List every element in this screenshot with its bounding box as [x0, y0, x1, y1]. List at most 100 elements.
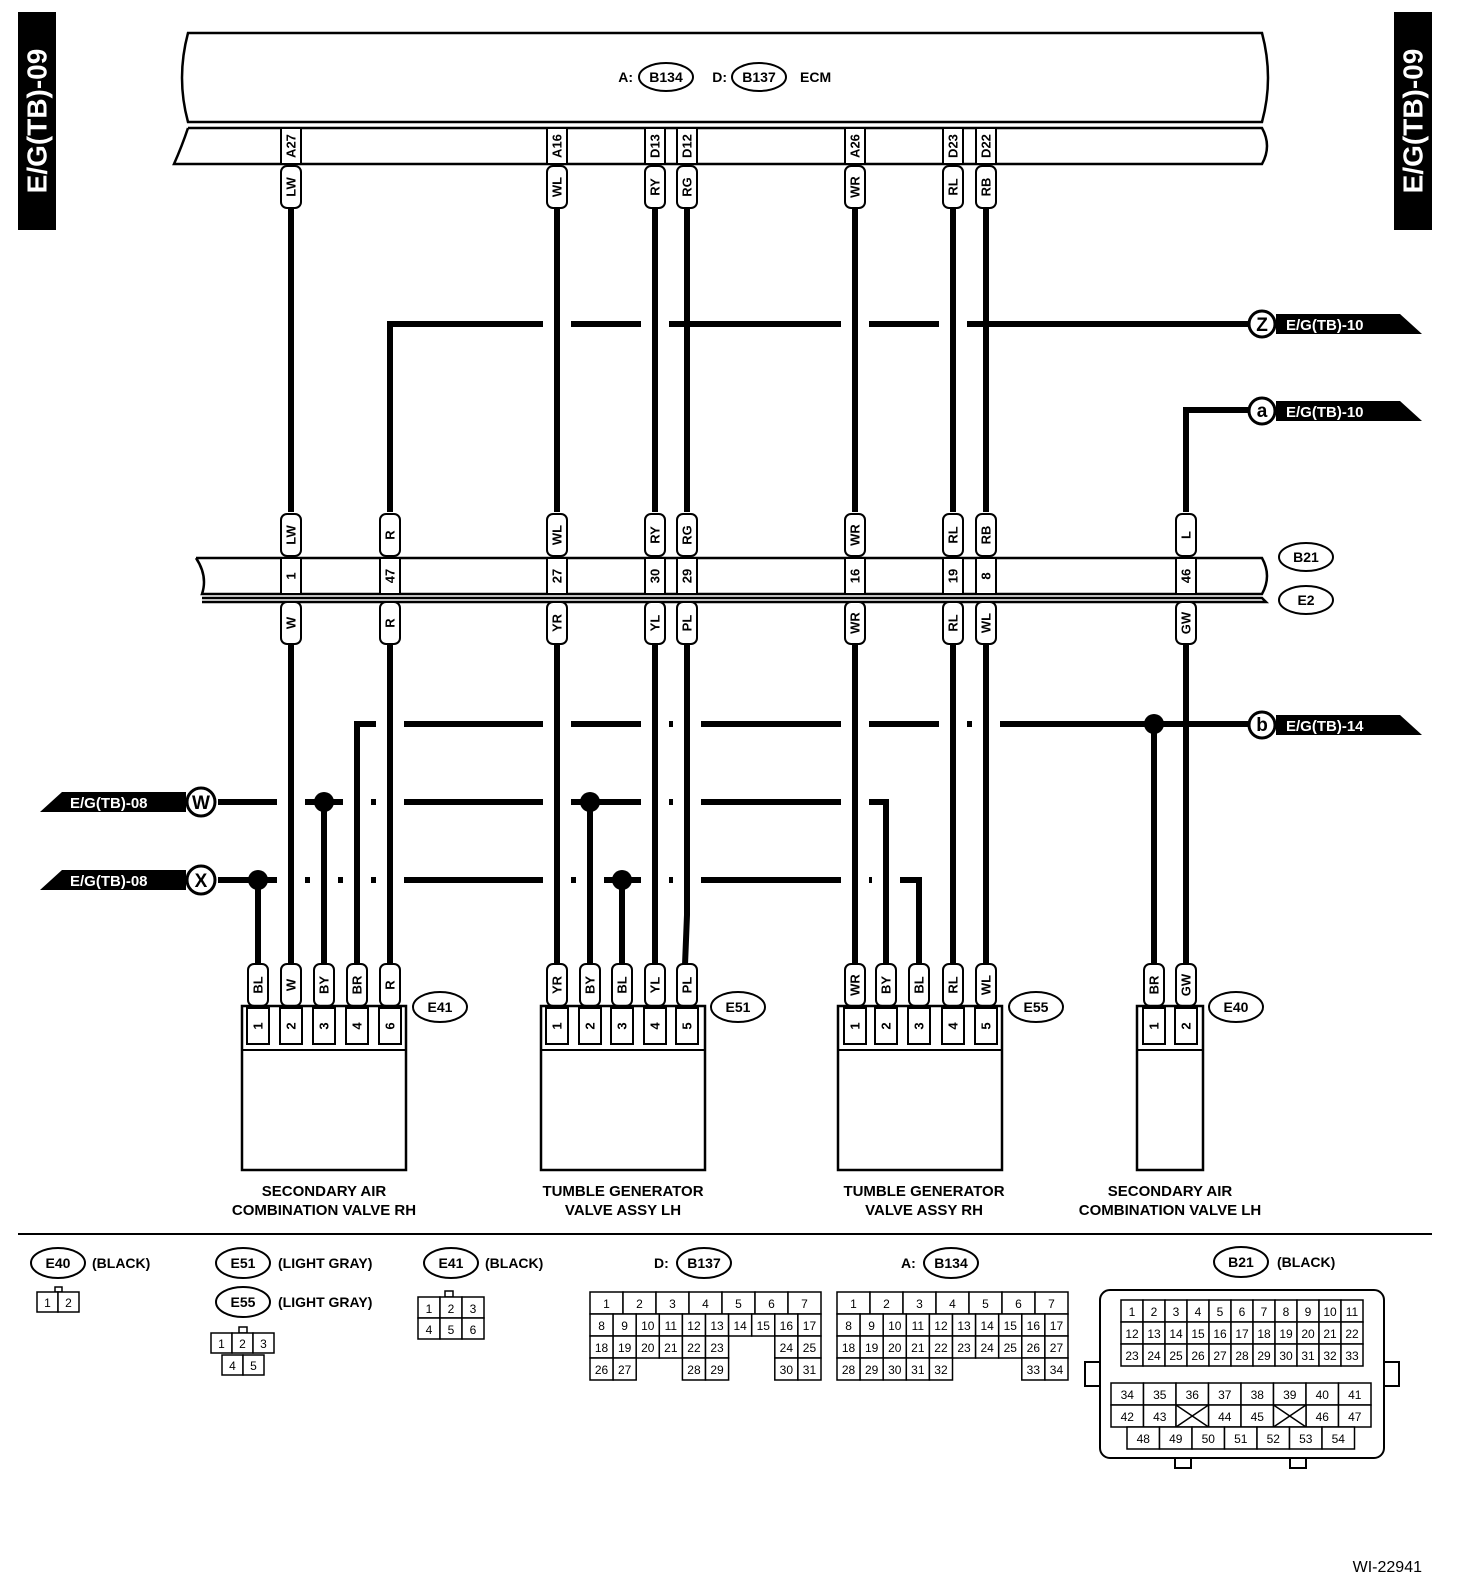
legend-b21-cell-5: 5: [1217, 1305, 1224, 1319]
ecm-wire-D12-label: RG: [680, 177, 695, 197]
joint-top-wire-16-label: WR: [848, 524, 863, 546]
e41-wire-1-label: BL: [251, 976, 266, 993]
joint-pin-19: 19: [946, 569, 961, 583]
legend-b21-cell-8: 8: [1283, 1305, 1290, 1319]
legend-d-cell-19: 19: [618, 1341, 632, 1355]
e41-wire-3: BY: [313, 963, 335, 1007]
legend-b21-cell-42: 42: [1121, 1410, 1135, 1424]
legend-a-cell-26: 26: [1027, 1341, 1041, 1355]
legend-e55-r2-cell-5: 5: [250, 1359, 257, 1373]
legend-a-cell-15: 15: [1004, 1319, 1018, 1333]
legend-e41-r1-cell-1: 1: [426, 1302, 433, 1316]
e55-wire-1-label: WR: [848, 974, 863, 996]
joint-pin-46: 46: [1179, 569, 1194, 583]
legend-d-cell-26: 26: [595, 1363, 609, 1377]
legend-a-cell-14: 14: [980, 1319, 994, 1333]
joint-bottom-wire-30: YL: [644, 601, 666, 645]
joint-bottom-wire-8-label: WL: [979, 613, 994, 633]
e41-pin-1: 1: [251, 1022, 266, 1029]
joint-bottom-wire-46-label: GW: [1179, 611, 1194, 634]
legend-d-cell-28: 28: [687, 1363, 701, 1377]
joint-pin-47: 47: [383, 569, 398, 583]
e40-wire-2: GW: [1175, 963, 1197, 1007]
joint-top-wire-47-label: R: [383, 530, 398, 540]
joint-connector: B21 E2: [194, 542, 1334, 615]
legend-a-cell-28: 28: [842, 1363, 856, 1377]
legend-d-conn: B137: [687, 1255, 721, 1271]
joint-bottom-wire-1: W: [280, 601, 302, 645]
e55-wire-2: BY: [875, 963, 897, 1007]
splice-x-e51: [612, 870, 632, 890]
offpage-x: E/G(TB)-08 X: [40, 864, 217, 896]
legend-a-cell-11: 11: [912, 1319, 925, 1333]
e51-pin-3: 3: [615, 1022, 630, 1029]
ecm-wire-D13: RY: [644, 165, 666, 209]
conn-e41-label: E41: [428, 999, 453, 1015]
legend-d-cell-11: 11: [665, 1319, 678, 1333]
legend-d-cell-18: 18: [595, 1341, 609, 1355]
legend-b21-cell-15: 15: [1191, 1327, 1205, 1341]
e51-wire-4-label: YL: [648, 977, 663, 994]
joint-pin-1: 1: [284, 572, 299, 579]
legend-b21-cell-27: 27: [1213, 1349, 1227, 1363]
joint-bottom-wire-16-label: WR: [848, 612, 863, 634]
joint-top-wire-46: L: [1175, 513, 1197, 557]
legend-e40-cell-1: 1: [44, 1296, 51, 1310]
svg-text:E/G(TB)-08: E/G(TB)-08: [70, 795, 148, 812]
legend-a-cell-8: 8: [845, 1319, 852, 1333]
legend-a-cell-1: 1: [850, 1297, 857, 1311]
legend-d-cell-24: 24: [780, 1341, 794, 1355]
legend-b21-cell-14: 14: [1169, 1327, 1183, 1341]
legend-b21-cell-16: 16: [1213, 1327, 1227, 1341]
legend-b21-cell-37: 37: [1218, 1388, 1232, 1402]
wires: [218, 208, 1248, 966]
legend-e55-r1-cell-1: 1: [218, 1337, 225, 1351]
e51-wire-5: PL: [676, 963, 698, 1007]
legend-e51-color: (LIGHT GRAY): [278, 1255, 372, 1271]
ecm-wire-A26: WR: [844, 165, 866, 209]
legend-d-cell-20: 20: [641, 1341, 655, 1355]
legend-a-cell-10: 10: [888, 1319, 902, 1333]
svg-text:X: X: [195, 871, 208, 892]
e40-pin-2: 2: [1179, 1022, 1194, 1029]
legend-b21-cell-39: 39: [1283, 1388, 1297, 1402]
ecm-conn-a: B134: [649, 69, 683, 85]
joint-pin-16: 16: [848, 569, 863, 583]
legend-b21-cell-43: 43: [1153, 1410, 1167, 1424]
legend-a-prefix: A:: [901, 1255, 916, 1271]
legend-d-cell-12: 12: [687, 1319, 701, 1333]
legend-e40-conn: E40: [46, 1255, 71, 1271]
e40-wire-1: BR: [1143, 963, 1165, 1007]
joint-bottom-wire-19-label: RL: [946, 614, 961, 631]
legend-e40-cell-2: 2: [65, 1296, 72, 1310]
legend-a-cell-25: 25: [1004, 1341, 1018, 1355]
legend-a-cell-33: 33: [1027, 1363, 1041, 1377]
legend-a-cell-30: 30: [888, 1363, 902, 1377]
e55-name-line1: TUMBLE GENERATOR: [843, 1183, 1004, 1200]
joint-top-wire-19-label: RL: [946, 526, 961, 543]
legend-b21-cell-22: 22: [1345, 1327, 1359, 1341]
svg-text:E/G(TB)-10: E/G(TB)-10: [1286, 317, 1364, 334]
conn-e40-label: E40: [1224, 999, 1249, 1015]
joint-bottom-wire-29-label: PL: [680, 615, 695, 632]
joint-bottom-wire-16: WR: [844, 601, 866, 645]
svg-text:D:: D:: [712, 69, 727, 85]
legend-e41-r2-cell-6: 6: [470, 1323, 477, 1337]
legend-e41-color: (BLACK): [485, 1255, 543, 1271]
e55-wire-5-label: WL: [979, 975, 994, 995]
svg-text:E/G(TB)-08: E/G(TB)-08: [70, 873, 148, 890]
legend-d-cell-23: 23: [710, 1341, 724, 1355]
legend-a-cell-24: 24: [980, 1341, 994, 1355]
ecm-pin-D12: D12: [680, 134, 695, 158]
e51-pin-1: 1: [550, 1022, 565, 1029]
e41-pin-3: 3: [317, 1022, 332, 1029]
e55-wire-2-label: BY: [879, 976, 894, 994]
legend-d-cell-2: 2: [636, 1297, 643, 1311]
legend-d-cell-9: 9: [621, 1319, 628, 1333]
joint-top-wire-29: RG: [676, 513, 698, 557]
legend-b21-cell-21: 21: [1323, 1327, 1337, 1341]
svg-text:Z: Z: [1256, 315, 1268, 336]
e55-pin-2: 2: [879, 1022, 894, 1029]
legend-e55-conn: E55: [231, 1294, 256, 1310]
